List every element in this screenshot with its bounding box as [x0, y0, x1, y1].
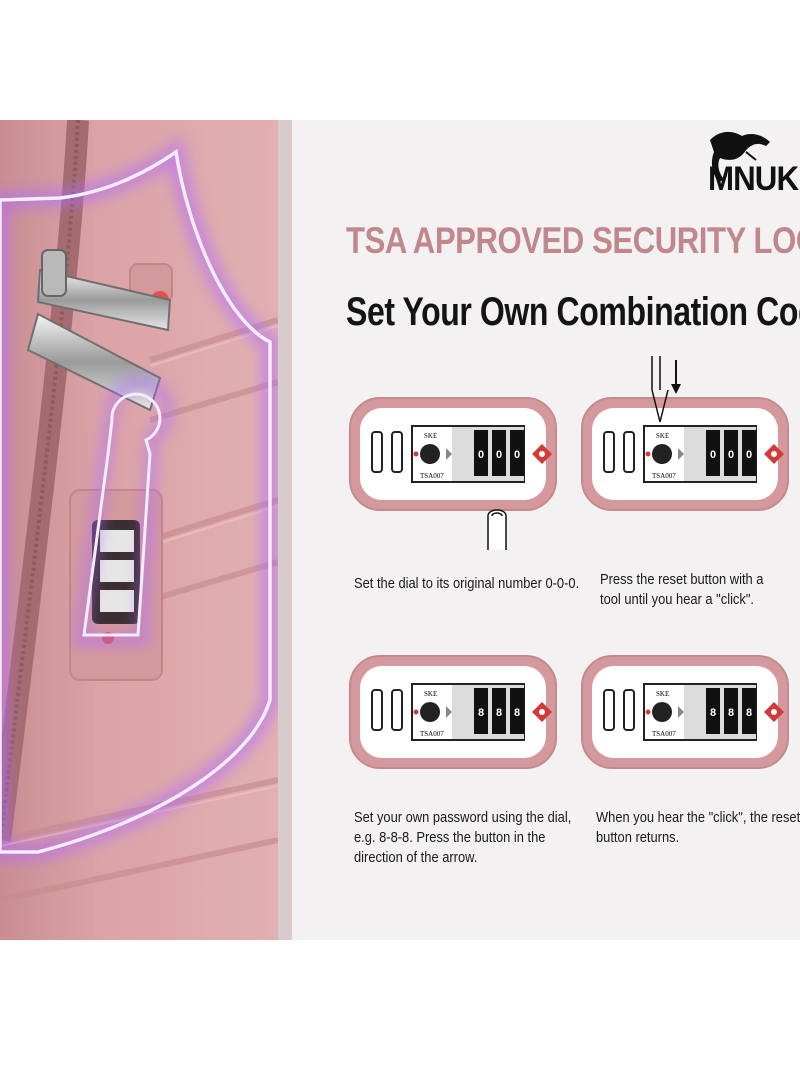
finger-icon	[487, 509, 507, 550]
step-line: e.g. 8-8-8. Press the button in the	[354, 829, 546, 846]
ske-label: SKE	[656, 690, 669, 698]
ske-label: SKE	[424, 432, 437, 440]
cheetah-logo-icon	[710, 131, 770, 182]
page-title: TSA APPROVED SECURITY LOCK	[346, 220, 800, 261]
dial-digit: 0	[478, 449, 484, 461]
step-line: Set your own password using the dial,	[354, 809, 572, 826]
lock-panel-step-2: SKE TSA007 0 0 0	[580, 396, 790, 512]
lock-panel-step-1: SKE TSA007 0 0 0	[348, 396, 558, 512]
dial-digit: 8	[728, 707, 734, 719]
ske-label: SKE	[424, 690, 437, 698]
step-2-text: Press the reset button with a tool until…	[600, 570, 763, 610]
dial-digit: 0	[728, 449, 734, 461]
tsa-label: TSA007	[652, 730, 676, 738]
suitcase-illustration	[0, 120, 278, 940]
tsa-label: TSA007	[652, 472, 676, 480]
dial-digit: 8	[478, 707, 484, 719]
step-line: Press the reset button with a	[600, 571, 764, 588]
step-line: When you hear the "click", the reset	[596, 809, 800, 826]
tsa-label: TSA007	[420, 472, 444, 480]
suitcase-photo	[0, 120, 278, 940]
dial-digit: 8	[710, 707, 716, 719]
ske-label: SKE	[656, 432, 669, 440]
instructions-panel	[292, 120, 800, 940]
step-4-text: When you hear the "click", the reset but…	[596, 808, 800, 848]
brand-logo-text: MNUK	[708, 160, 799, 198]
dial-digit: 8	[746, 707, 752, 719]
dial-digit: 8	[514, 707, 520, 719]
dial-digit: 0	[710, 449, 716, 461]
product-image: MNUK TSA APPROVED SECURITY LOCK Set Your…	[0, 120, 800, 940]
dial-digit: 0	[514, 449, 520, 461]
dial-digit: 0	[496, 449, 502, 461]
step-3-text: Set your own password using the dial, e.…	[354, 808, 571, 868]
step-line: direction of the arrow.	[354, 849, 478, 866]
reset-tool-icon	[651, 356, 681, 423]
step-1-text: Set the dial to its original number 0-0-…	[354, 574, 579, 594]
lock-panel-step-4: SKE TSA007 8 8 8	[580, 654, 790, 770]
step-line: tool until you hear a "click".	[600, 591, 755, 608]
divider	[278, 120, 292, 940]
page-subtitle: Set Your Own Combination Code	[346, 290, 800, 334]
step-line: button returns.	[596, 829, 680, 846]
dial-digit: 0	[746, 449, 752, 461]
dial-digit: 8	[496, 707, 502, 719]
tsa-label: TSA007	[420, 730, 444, 738]
lock-panel-step-3: SKE TSA007 8 8 8	[348, 654, 558, 770]
step-line: Set the dial to its original number 0-0-…	[354, 575, 580, 592]
